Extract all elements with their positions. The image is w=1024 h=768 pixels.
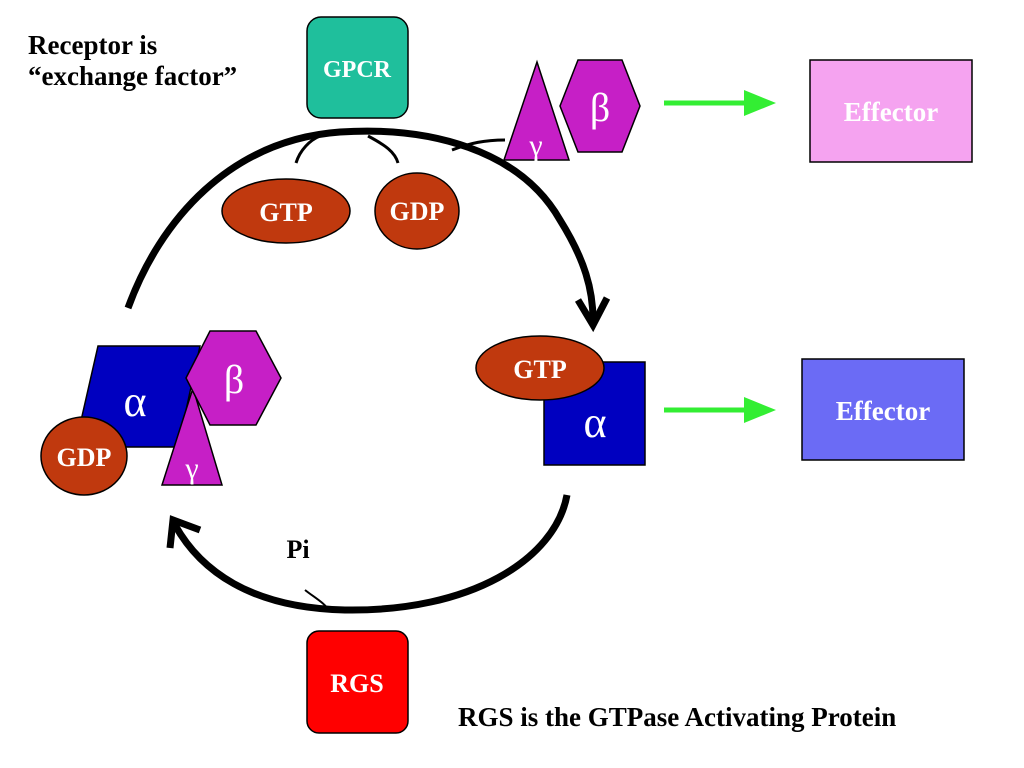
cycle-arrowhead-left xyxy=(166,515,202,549)
rgs-note: RGS is the GTPase Activating Protein xyxy=(458,702,897,732)
effector-box-bottom: Effector xyxy=(801,358,965,461)
activation-arrow-bottom xyxy=(664,397,776,423)
alpha-label-inactive: α xyxy=(123,377,146,426)
rgs-label: RGS xyxy=(330,669,383,698)
beta-hexagon-top xyxy=(559,59,641,153)
gdp-label-top: GDP xyxy=(390,197,445,226)
cycle-arc-bottom xyxy=(171,494,571,614)
cycle-arrowhead-right xyxy=(574,296,611,333)
gtp-label-active: GTP xyxy=(513,355,567,384)
alpha-gtp-active: α GTP xyxy=(475,335,646,466)
gpcr-binding-curve-left xyxy=(294,134,321,164)
cycle-arc-top xyxy=(124,127,597,321)
pi-label: Pi xyxy=(286,535,309,564)
pi-release-curve xyxy=(304,589,331,613)
gdp-label-inactive: GDP xyxy=(57,443,112,472)
receptor-note-line1: Receptor is xyxy=(28,30,158,60)
gtp-bubble-top: GTP xyxy=(221,178,351,244)
gamma-triangle-top xyxy=(502,59,571,161)
gpcr-box: GPCR xyxy=(306,16,409,119)
gdp-bubble-top: GDP xyxy=(374,172,460,250)
gamma-label-top: γ xyxy=(528,129,542,162)
receptor-note: Receptor is “exchange factor” xyxy=(28,30,237,92)
alpha-label-active: α xyxy=(583,398,606,447)
gbg-release-curve xyxy=(451,138,506,152)
beta-hexagon-inactive xyxy=(185,330,282,426)
gamma-label-inactive: γ xyxy=(184,452,198,485)
gpcr-label: GPCR xyxy=(323,57,392,83)
beta-label-inactive: β xyxy=(224,357,244,402)
inactive-heterotrimer: α β γ GDP xyxy=(40,330,282,496)
receptor-note-line2: “exchange factor” xyxy=(28,61,238,92)
beta-gamma-top: β γ xyxy=(502,59,641,162)
gamma-triangle-inactive xyxy=(160,385,224,486)
effector-label-top: Effector xyxy=(844,97,938,127)
effector-label-bottom: Effector xyxy=(836,396,930,426)
effector-box-top: Effector xyxy=(809,59,973,163)
gpcr-binding-curve-right xyxy=(367,134,400,164)
rgs-box: RGS xyxy=(306,630,409,734)
beta-label-top: β xyxy=(590,85,610,130)
activation-arrow-top xyxy=(664,90,776,116)
gtp-label-top: GTP xyxy=(259,198,313,227)
